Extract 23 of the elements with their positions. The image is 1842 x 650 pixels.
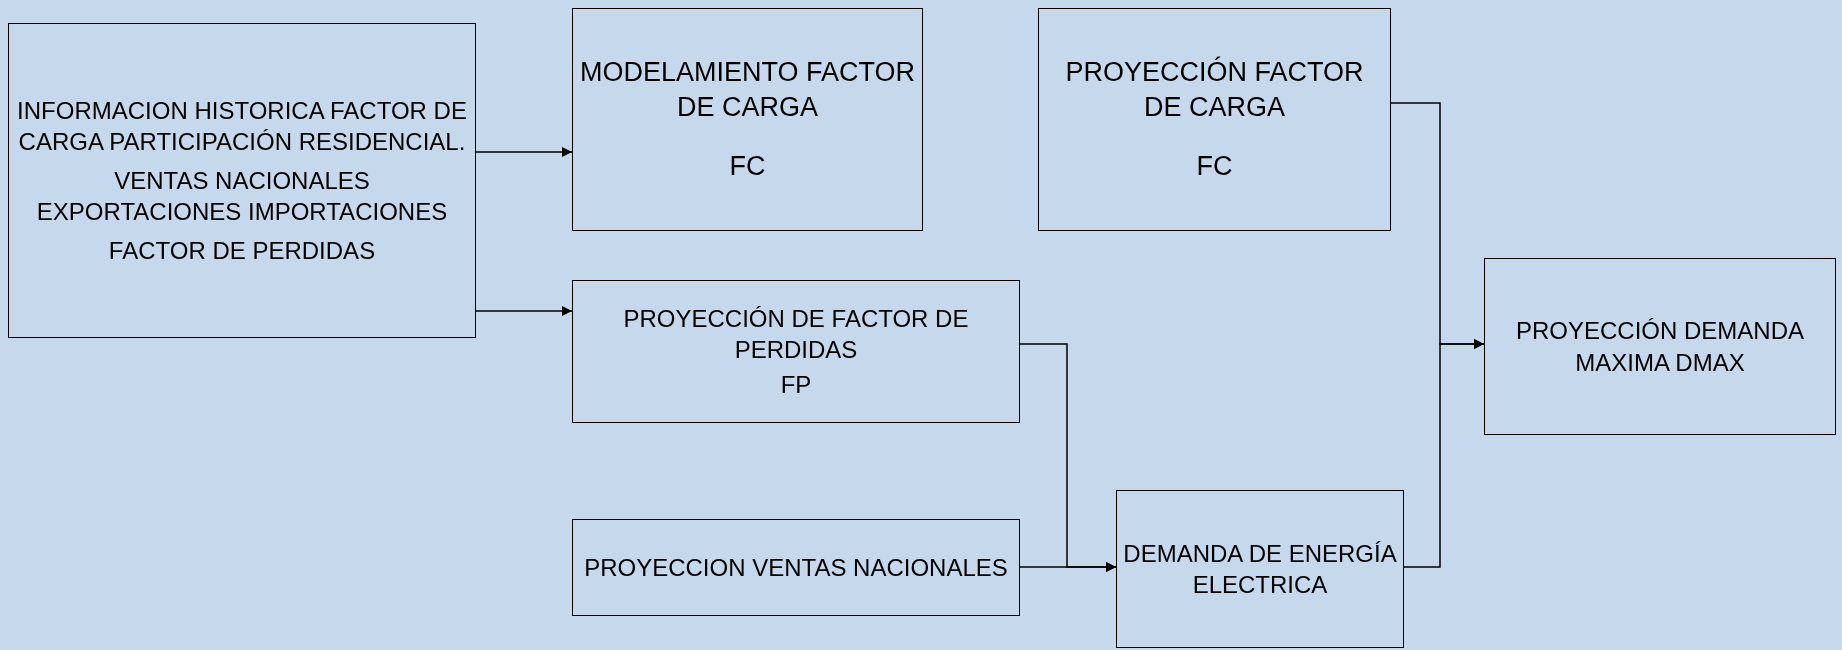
- box-text: PROYECCION VENTAS NACIONALES: [584, 552, 1008, 583]
- box-text: PROYECCIÓN DE FACTOR DE PERDIDAS: [622, 303, 970, 365]
- box-text: PROYECCIÓN FACTOR DE CARGA: [1064, 55, 1365, 124]
- arrow: [475, 147, 573, 157]
- box-text: PROYECCIÓN DEMANDA MAXIMA DMAX: [1514, 316, 1805, 378]
- box-text: FC: [729, 150, 766, 184]
- arrow: [1403, 339, 1485, 568]
- box-text: FP: [780, 370, 812, 401]
- arrow: [1019, 562, 1117, 572]
- box-text: FC: [1196, 150, 1233, 184]
- process-box: [8, 23, 476, 338]
- box-text: FACTOR DE PERDIDAS: [108, 236, 376, 267]
- arrow: [475, 306, 573, 316]
- process-box: [1484, 258, 1836, 435]
- box-text: VENTAS NACIONALES EXPORTACIONES IMPORTACIONES: [35, 165, 449, 228]
- process-box: [1116, 490, 1404, 648]
- box-text: INFORMACION HISTORICA FACTOR DE CARGA PARTICIPACIÓN RESIDENCIAL.: [16, 95, 468, 157]
- process-box: [572, 280, 1020, 423]
- process-box: [1038, 8, 1391, 231]
- box-text: MODELAMIENTO FACTOR DE CARGA: [578, 55, 917, 124]
- process-box: [572, 519, 1020, 616]
- process-box: [572, 8, 923, 231]
- box-text: DEMANDA DE ENERGÍA ELECTRICA: [1122, 538, 1398, 600]
